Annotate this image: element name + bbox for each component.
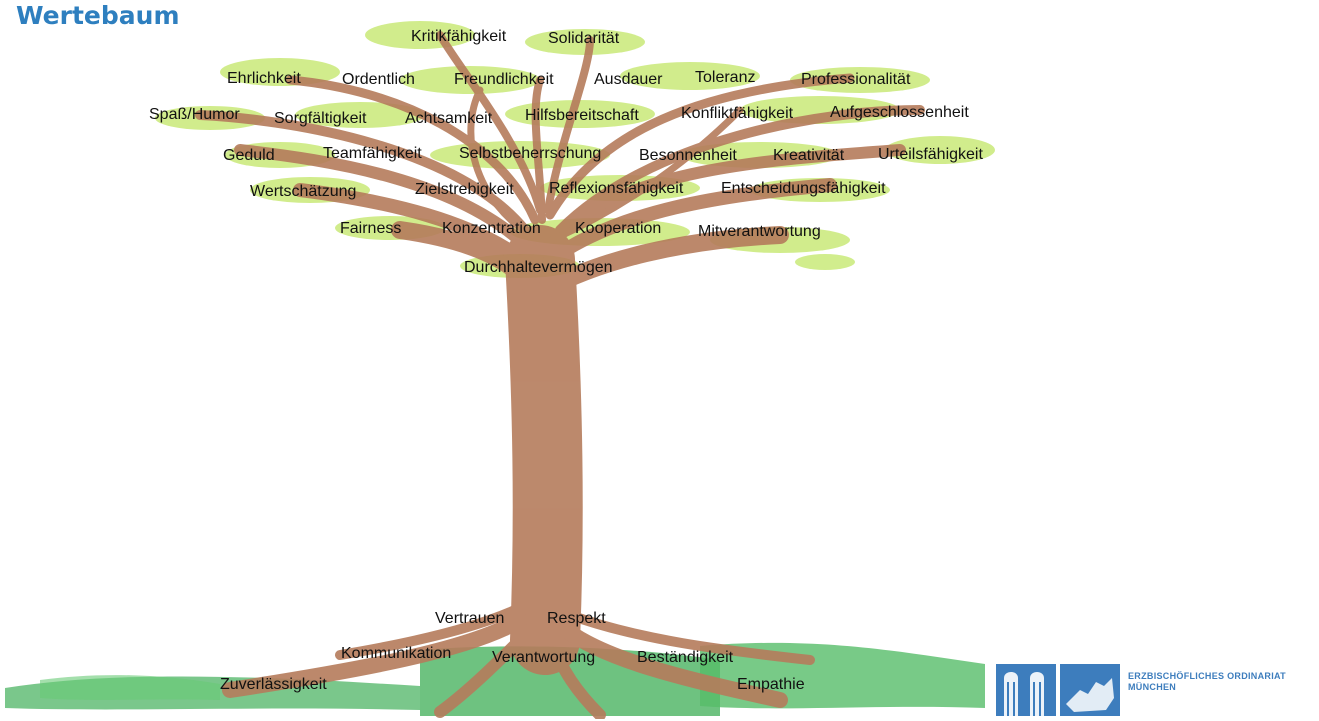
value-label: Selbstbeherrschung [459, 145, 602, 162]
value-label: Geduld [223, 147, 275, 164]
logo-text-line2: MÜNCHEN [1128, 682, 1177, 692]
value-label: Konfliktfähigkeit [681, 105, 794, 122]
value-label: Kooperation [575, 220, 662, 237]
value-label: Achtsamkeit [405, 110, 493, 127]
value-label: Teamfähigkeit [323, 145, 422, 162]
value-label: Kommunikation [341, 645, 452, 662]
value-label: Fairness [340, 220, 402, 237]
value-label: Ehrlichkeit [227, 70, 301, 87]
logo-emblem-icon [996, 664, 1120, 716]
value-label: Verantwortung [492, 649, 596, 666]
value-label: Reflexionsfähigkeit [549, 180, 684, 197]
value-label: Hilfsbereitschaft [525, 107, 639, 124]
page-title: Wertebaum [16, 1, 180, 30]
value-label: Empathie [737, 676, 805, 693]
value-label: Spaß/Humor [149, 106, 240, 123]
organization-logo: ERZBISCHÖFLICHES ORDINARIAT MÜNCHEN [996, 664, 1316, 716]
value-label: Freundlichkeit [454, 71, 554, 88]
value-label: Respekt [547, 610, 606, 627]
value-label: Zielstrebigkeit [415, 181, 514, 198]
value-label: Kreativität [773, 147, 845, 164]
value-label: Besonnenheit [639, 147, 737, 164]
value-label: Solidarität [548, 30, 620, 47]
value-label: Mitverantwortung [698, 223, 821, 240]
value-label: Urteilsfähigkeit [878, 146, 983, 163]
value-label: Ordentlich [342, 71, 415, 88]
value-label: Aufgeschlossenheit [830, 104, 969, 121]
value-label: Kritikfähigkeit [411, 28, 507, 45]
value-label: Toleranz [695, 69, 756, 86]
value-label: Sorgfältigkeit [274, 110, 367, 127]
value-label: Durchhaltevermögen [464, 259, 613, 276]
trunk [195, 31, 925, 719]
value-label: Ausdauer [594, 71, 663, 88]
value-label: Vertrauen [435, 610, 505, 627]
value-label: Wertschätzung [250, 183, 357, 200]
value-label: Zuverlässigkeit [220, 676, 327, 693]
value-label: Konzentration [442, 220, 541, 237]
value-label: Beständigkeit [637, 649, 734, 666]
value-label: Entscheidungsfähigkeit [721, 180, 886, 197]
value-label: Professionalität [801, 71, 911, 88]
logo-text-line1: ERZBISCHÖFLICHES ORDINARIAT [1128, 671, 1286, 681]
